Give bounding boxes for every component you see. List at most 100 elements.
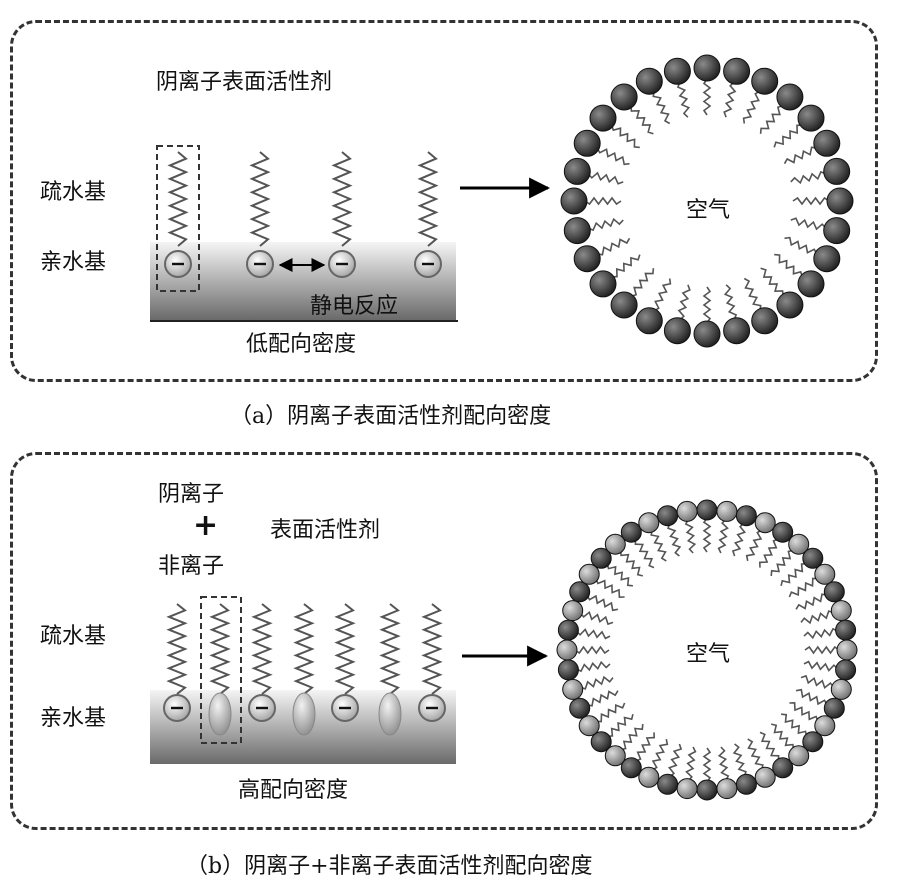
hydrophobic-label-b: 疏水基 xyxy=(40,624,107,649)
anionic-micelle-head xyxy=(635,67,663,95)
hydrophobic-tail xyxy=(331,151,353,247)
anionic-micelle-head xyxy=(776,291,804,319)
nonionic-head xyxy=(208,692,232,736)
micelle-tail xyxy=(606,563,633,587)
anionic-micelle-head xyxy=(663,317,691,345)
panel-b-title: 表面活性剂 xyxy=(270,518,381,543)
micelle-tail xyxy=(800,610,834,625)
nonionic-micelle-head xyxy=(788,745,810,767)
micelle-tail xyxy=(684,518,697,554)
nonionic-head xyxy=(292,692,316,736)
anionic-micelle-head xyxy=(776,83,804,111)
plus-sign: + xyxy=(193,508,219,543)
density-label-a: 低配向密度 xyxy=(246,332,357,357)
micelle-tail xyxy=(607,714,634,738)
hydrophobic-tail xyxy=(334,603,356,695)
micelle-tail xyxy=(732,743,747,777)
nonionic-micelle-head xyxy=(676,778,698,800)
micelle-tail xyxy=(800,674,835,690)
anionic-micelle-head xyxy=(557,619,579,641)
nonionic-micelle-head xyxy=(578,563,600,585)
micelle-tail xyxy=(677,284,691,321)
micelle-tail xyxy=(596,147,630,166)
nonionic-micelle-head xyxy=(814,563,836,585)
anionic-micelle-head xyxy=(569,697,591,719)
highlight-box-b xyxy=(200,596,242,744)
anionic-micelle-head xyxy=(573,129,601,157)
micelle-tail xyxy=(630,268,655,298)
micelle-tail xyxy=(783,146,818,165)
micelle-tail xyxy=(789,701,819,722)
anionic-micelle-head xyxy=(823,697,845,719)
caption-b: （b）阴离子+非离子表面活性剂配向密度 xyxy=(186,854,593,879)
nonionic-micelle-head xyxy=(830,678,852,700)
nonionic-micelle-head xyxy=(676,500,698,522)
micelle-tail xyxy=(790,170,827,185)
micelle-tail xyxy=(587,171,624,185)
micelle-tail xyxy=(790,217,827,231)
micelle-tail xyxy=(795,593,828,610)
panel-a-title: 阴离子表面活性剂 xyxy=(156,70,333,95)
anionic-micelle-head xyxy=(589,104,617,132)
hydrophobic-tail xyxy=(417,151,439,247)
nonionic-micelle-head xyxy=(716,778,738,800)
anionic-micelle-head xyxy=(693,320,721,348)
micelle-tail xyxy=(630,105,654,135)
anionic-micelle-head xyxy=(696,499,718,521)
highlight-box-a xyxy=(156,145,200,292)
micelle-tail xyxy=(676,81,691,118)
micelle-tail xyxy=(619,550,643,577)
anionic-micelle-head xyxy=(610,291,638,319)
anionic-label: 阴离子 xyxy=(158,482,225,507)
micelle-tail xyxy=(595,702,626,723)
nonionic-micelle-head xyxy=(716,500,738,522)
nonionic-micelle-head xyxy=(814,715,836,737)
nonionic-micelle-head xyxy=(556,639,578,661)
micelle-tail xyxy=(759,731,780,762)
micelle-tail xyxy=(651,738,669,771)
micelle-tail xyxy=(759,104,784,134)
anionic-micelle-head xyxy=(563,157,591,185)
anionic-micelle-head xyxy=(620,521,642,543)
micelle-tail xyxy=(634,538,655,569)
hydrophobic-tail xyxy=(379,603,401,695)
micelle-tail xyxy=(702,286,712,324)
micelle-tail xyxy=(743,277,762,312)
micelle-tail xyxy=(652,90,671,125)
micelle-tail xyxy=(595,578,625,599)
anionic-micelle-head xyxy=(723,317,751,345)
micelle-tail xyxy=(667,523,682,557)
anionic-micelle-head xyxy=(657,505,679,527)
anionic-micelle-head xyxy=(751,307,779,335)
micelle-tail xyxy=(773,124,803,148)
panel-a-molecules xyxy=(164,151,442,278)
micelle-tail xyxy=(596,237,631,256)
micelle-tail xyxy=(723,284,738,321)
micelle-tail xyxy=(731,522,747,557)
micelle-tail xyxy=(584,196,622,206)
anionic-micelle-head xyxy=(823,217,851,245)
anionic-micelle-head xyxy=(590,731,612,753)
nonionic-micelle-head xyxy=(754,766,776,788)
micelle-tail xyxy=(717,518,729,554)
hydrophobic-tail xyxy=(421,603,443,695)
anionic-micelle-head xyxy=(735,505,757,527)
micelle-tail xyxy=(685,746,697,782)
micelle-tail xyxy=(774,253,804,278)
anionic-micelle-head xyxy=(569,581,591,603)
micelle-tail xyxy=(747,738,764,771)
micelle-tail xyxy=(781,713,808,737)
hydrophobic-tail xyxy=(167,151,189,247)
micelle-tail xyxy=(650,529,667,562)
anionic-micelle-head xyxy=(772,521,794,543)
micelle-tail xyxy=(586,690,619,707)
anionic-micelle-head xyxy=(610,83,638,111)
nonionic-micelle-head xyxy=(578,715,600,737)
micelle-tail xyxy=(804,645,840,655)
micelle-tail xyxy=(792,196,830,206)
nonionic-micelle-head xyxy=(638,512,660,534)
density-label-b: 高配向密度 xyxy=(238,778,349,803)
anionic-micelle-head xyxy=(590,547,612,569)
micelle-tail xyxy=(771,723,795,750)
micelle-tail xyxy=(780,562,807,586)
